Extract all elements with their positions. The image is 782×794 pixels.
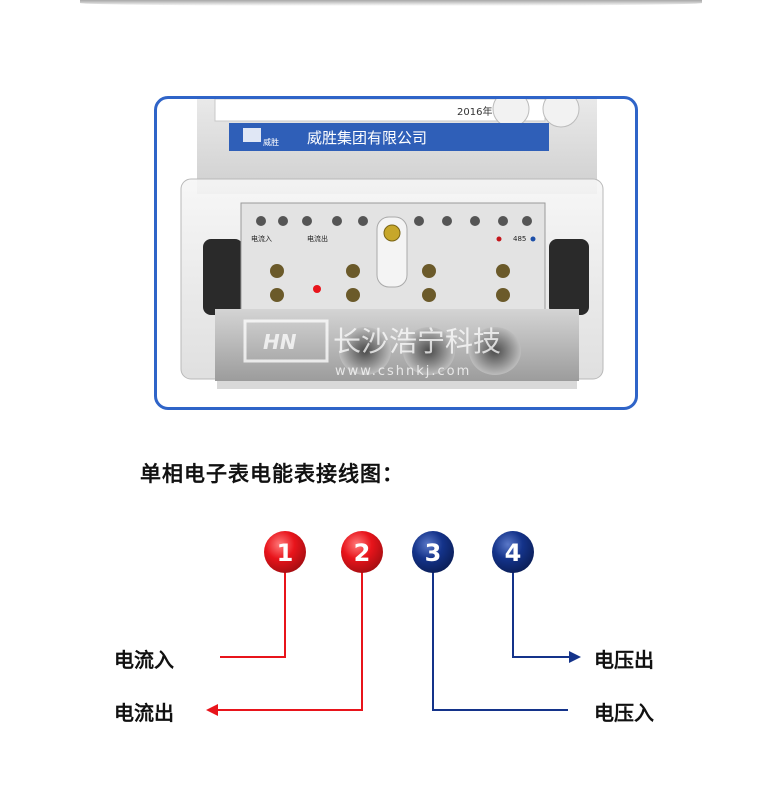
wire-voltage-out <box>512 571 570 658</box>
nameplate <box>229 123 549 151</box>
meter-illustration: 2016年 威胜 威胜集团有限公司 电流入 电流出 485 <box>180 99 604 389</box>
svg-text:HN: HN <box>263 330 297 354</box>
terminal-screws-top <box>256 216 532 226</box>
terminal-1-number: 1 <box>277 539 294 567</box>
company-logo-icon <box>243 128 261 142</box>
label-voltage-in: 电压入 <box>594 701 654 725</box>
arrow-voltage-out-icon <box>569 651 581 663</box>
company-name: 威胜集团有限公司 <box>307 129 427 147</box>
terminal-4: 4 <box>492 531 534 573</box>
top-shadow <box>80 0 702 6</box>
terminal-2: 2 <box>341 531 383 573</box>
terminal-label-1: 电流入 <box>251 234 272 243</box>
meter-photo: 2016年 威胜 威胜集团有限公司 电流入 电流出 485 <box>154 96 638 410</box>
terminal-screws-bottom <box>270 264 510 302</box>
red-indicator <box>313 285 321 293</box>
watermark-logo-icon <box>243 319 329 363</box>
right-recess <box>549 239 589 315</box>
wiring-svg: 1 2 3 4 <box>206 531 581 716</box>
label-current-out: 电流出 <box>114 701 174 725</box>
terminal-label-2: 电流出 <box>307 234 328 243</box>
cable-hole <box>339 327 391 375</box>
watermark-url: www.cshnkj.com <box>335 364 471 379</box>
wiring-diagram: 1 2 3 4 <box>0 520 782 760</box>
port-label: 485 <box>513 235 526 243</box>
arrow-current-out-icon <box>206 704 218 716</box>
left-recess <box>203 239 243 315</box>
diagram-caption: 单相电子表电能表接线图： <box>140 462 404 486</box>
terminal-3-number: 3 <box>425 539 442 567</box>
wire-voltage-in <box>432 571 568 711</box>
wire-current-out <box>216 571 363 711</box>
terminal-3: 3 <box>412 531 454 573</box>
label-voltage-out: 电压出 <box>594 648 654 672</box>
terminal-4-number: 4 <box>505 539 522 567</box>
terminal-2-number: 2 <box>354 539 371 567</box>
terminal-1: 1 <box>264 531 306 573</box>
watermark-chinese: 长沙浩宁科技 <box>333 325 501 358</box>
year-text: 2016年 <box>457 105 492 118</box>
label-current-in: 电流入 <box>114 648 174 672</box>
watermark: HN 长沙浩宁科技 www.cshnkj.com <box>243 319 501 379</box>
wire-current-in <box>220 571 286 658</box>
logo-text: 威胜 <box>263 137 279 147</box>
